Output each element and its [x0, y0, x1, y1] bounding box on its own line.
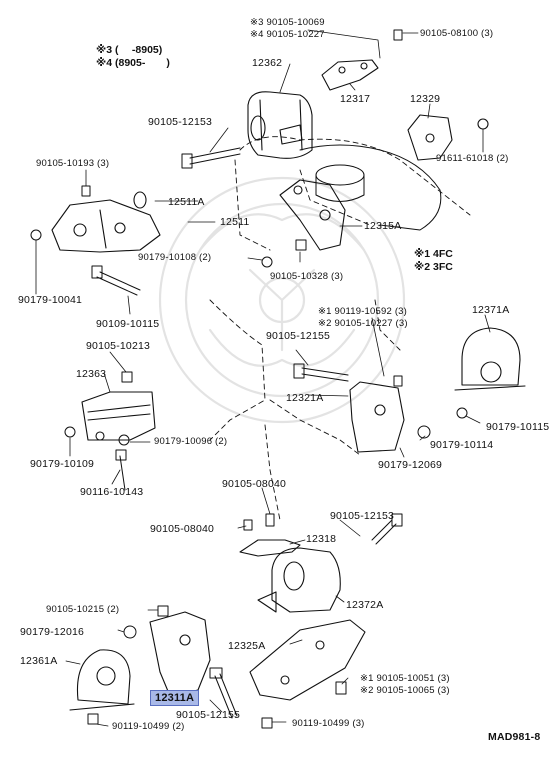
- part-label: 90179-10108 (2): [138, 252, 212, 263]
- part-label: 12321A: [286, 392, 324, 404]
- part-label: ※1 90119-10592 (3): [318, 306, 408, 317]
- legend-row: ※1 4FC: [414, 248, 453, 260]
- part-label: 12318: [306, 533, 337, 545]
- leader-lines: [35, 29, 491, 727]
- part-label: 12511: [220, 216, 250, 228]
- part-label: ※1 90105-10051 (3): [360, 673, 450, 684]
- part-label: 90179-10114: [430, 439, 494, 451]
- part-label: 90179-10115: [486, 421, 550, 433]
- mount-12371A: [454, 327, 526, 391]
- part-label: 12329: [410, 93, 441, 105]
- legend-engine-types: ※1 4FC ※2 3FC: [414, 248, 453, 274]
- part-label: 12315A: [364, 220, 402, 232]
- part-label: 90105-08040: [222, 478, 287, 490]
- part-label: 90119-10499 (3): [292, 718, 365, 729]
- part-label: 90105-10213: [86, 340, 151, 352]
- bracket-12318: [239, 539, 301, 557]
- part-label: 90105-12153: [330, 510, 395, 522]
- part-label: 90105-10328 (3): [270, 271, 344, 282]
- part-label: 12511A: [168, 196, 205, 208]
- part-label: 90105-12153: [148, 116, 213, 128]
- mount-12362: [247, 91, 313, 159]
- watermark-emblem: [158, 176, 406, 424]
- mount-12372A: [257, 547, 341, 613]
- part-label: ※3 90105-10069: [250, 17, 325, 28]
- part-label: 90105-10193 (3): [36, 158, 110, 169]
- part-label: 90179-10041: [18, 294, 83, 306]
- part-label: 90105-08040: [150, 523, 215, 535]
- part-label: 90179-12016: [20, 626, 85, 638]
- part-label: 91611-61018 (2): [436, 153, 509, 164]
- mount-12361A: [69, 649, 135, 711]
- part-label: 12325A: [228, 640, 266, 652]
- legend-row: ※4 (8905- ): [96, 57, 170, 69]
- part-label: 12361A: [20, 655, 58, 667]
- part-label: 90179-10096 (2): [154, 436, 228, 447]
- part-label: ※4 90105-10227: [250, 29, 325, 40]
- bracket-12325A: [249, 619, 366, 701]
- part-label: 90179-10109: [30, 458, 95, 470]
- part-label: 90105-12155: [176, 709, 241, 721]
- part-label: 12372A: [346, 599, 384, 611]
- part-label: 90179-12069: [378, 459, 443, 471]
- part-label: 12317: [340, 93, 371, 105]
- part-label: ※2 90105-10227 (3): [318, 318, 408, 329]
- part-label: 12363: [76, 368, 107, 380]
- bracket-12321A: [349, 381, 405, 453]
- part-label: 90105-10215 (2): [46, 604, 120, 615]
- bracket-12317: [321, 59, 379, 91]
- bracket-12311A: [149, 611, 211, 697]
- part-label: 90105-12155: [266, 330, 331, 342]
- bracket-12511: [51, 191, 161, 253]
- diagram-code: MAD981-8: [488, 731, 541, 743]
- legend-model-years: ※3 ( -8905) ※4 (8905- ): [96, 44, 170, 70]
- part-label: 12371A: [472, 304, 510, 316]
- part-label: ※2 90105-10065 (3): [360, 685, 450, 696]
- part-label: 90105-08100 (3): [420, 28, 494, 39]
- legend-row: ※3 ( -8905): [96, 44, 163, 56]
- legend-row: ※2 3FC: [414, 261, 453, 273]
- bracket-12363: [81, 391, 156, 441]
- part-label-highlighted[interactable]: 12311A: [150, 690, 200, 706]
- part-label: 90119-10499 (2): [112, 721, 185, 732]
- part-label: 90109-10115: [96, 318, 160, 330]
- bracket-12315A: [279, 179, 346, 251]
- part-label: 90116-10143: [80, 486, 144, 498]
- part-label: 12362: [252, 57, 283, 69]
